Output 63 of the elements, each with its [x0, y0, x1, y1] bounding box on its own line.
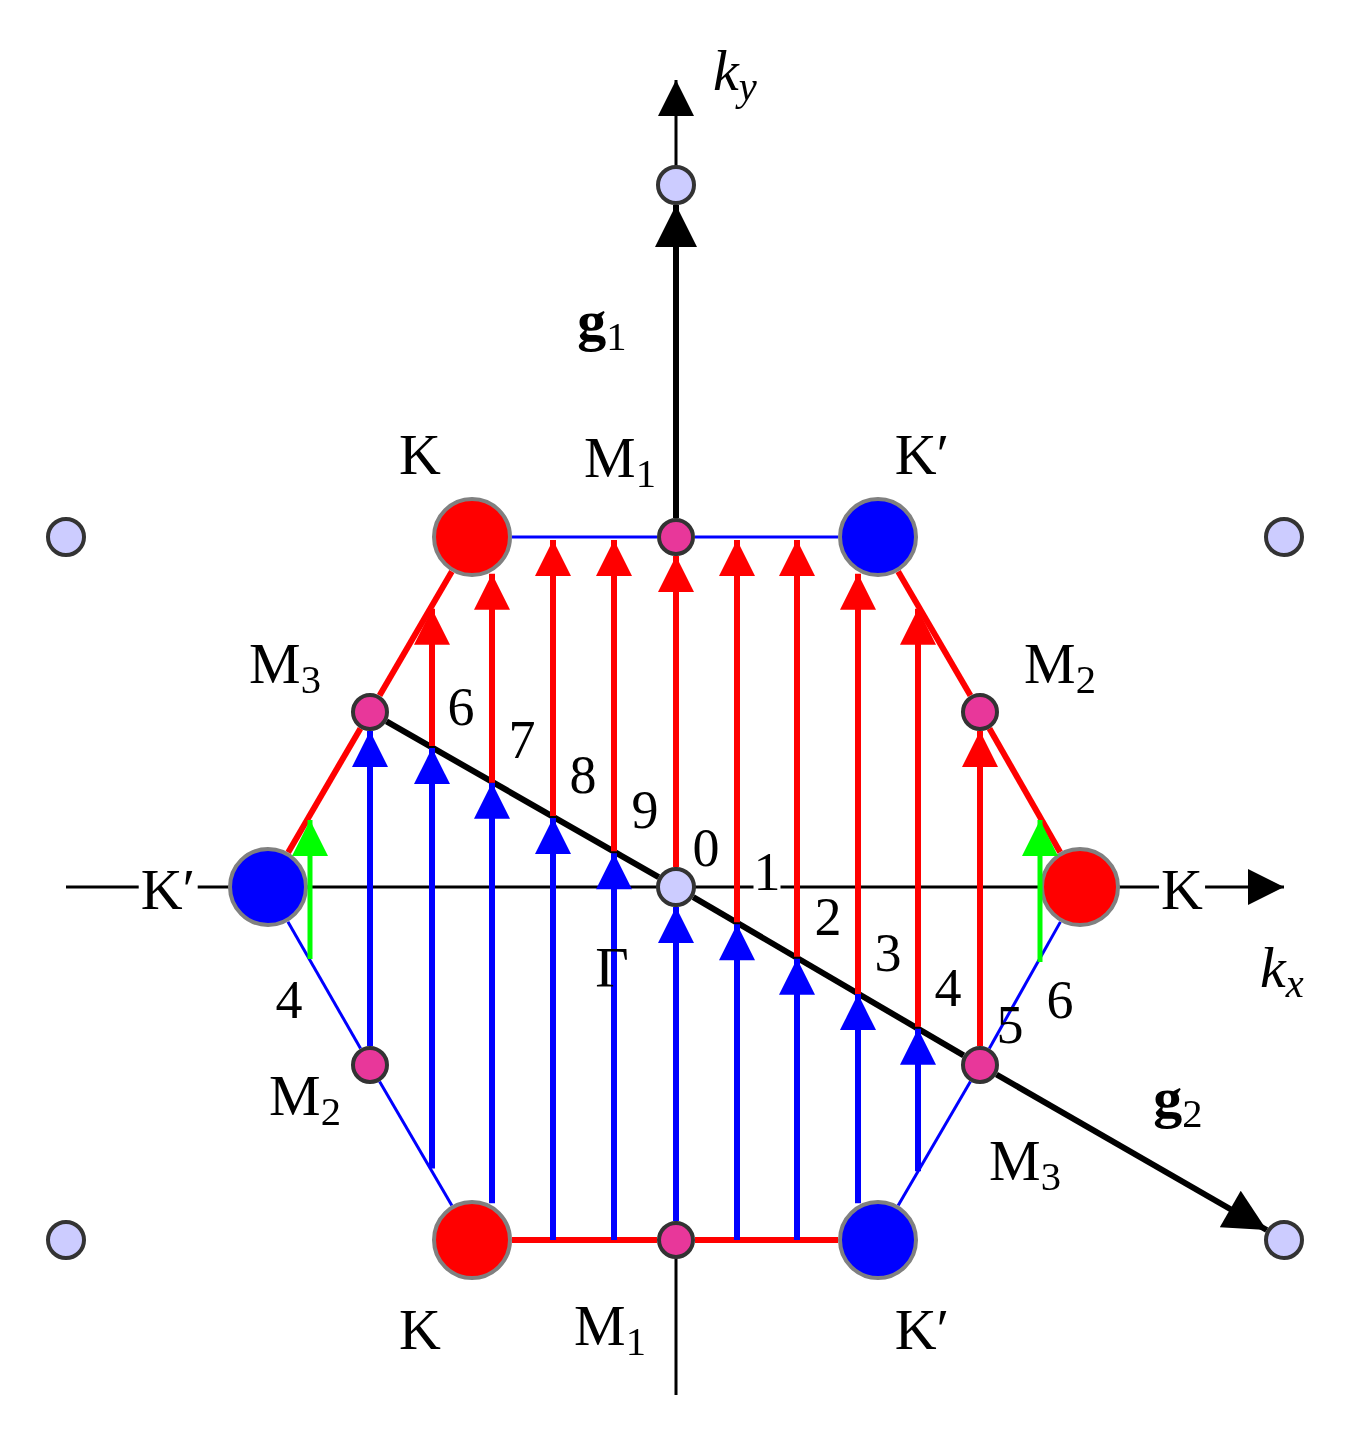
point-label: M$_{3}$	[249, 635, 321, 701]
number-label: 3	[874, 926, 902, 980]
hexagon-edge	[512, 1237, 657, 1243]
m-point-circle	[351, 693, 389, 731]
number-label: 4	[934, 961, 962, 1015]
point-label: K′	[894, 426, 950, 484]
number-label: 7	[508, 713, 536, 767]
point-label: K	[399, 1301, 441, 1359]
axis-label: k$_{x}$	[1260, 939, 1304, 1005]
hexagon-edge	[378, 1080, 454, 1207]
number-label: 4	[275, 973, 303, 1027]
hexagon-edge	[285, 726, 364, 854]
lattice-point	[46, 1220, 86, 1260]
vector-label: g$_{2}$	[1153, 1069, 1203, 1135]
point-label: K′	[894, 1301, 950, 1359]
lattice-point	[656, 165, 696, 205]
number-label: 9	[631, 783, 659, 837]
number-label: 5	[996, 998, 1024, 1052]
point-label: M$_{1}$	[574, 1297, 646, 1363]
hexagon-edge	[286, 920, 362, 1050]
arrow	[474, 782, 510, 1204]
m-point-circle	[961, 1046, 999, 1084]
point-label: M$_{2}$	[1024, 635, 1096, 701]
arrow	[658, 556, 694, 867]
vector-label: g$_{1}$	[577, 292, 627, 358]
hexagon-edge	[385, 718, 661, 880]
arrow	[658, 907, 694, 1221]
hexagon-edge	[895, 570, 974, 698]
hexagon-edge	[512, 535, 657, 539]
hexagon-edge	[986, 727, 1063, 854]
vector-arrow	[994, 1071, 1269, 1233]
gamma-point-circle	[656, 867, 696, 907]
point-label: M$_{1}$	[584, 429, 656, 495]
m-point-circle	[351, 1046, 389, 1084]
hexagon-edge	[988, 921, 1062, 1050]
k-point-circle	[1040, 847, 1120, 927]
point-label: M$_{2}$	[269, 1067, 341, 1133]
arrow	[962, 731, 998, 1046]
hexagon-edge	[376, 570, 455, 698]
number-label: 0	[692, 821, 720, 875]
number-label: 8	[569, 748, 597, 802]
lattice-point	[1264, 517, 1304, 557]
hexagon-edge	[691, 894, 966, 1058]
arrow	[474, 573, 510, 783]
point-label: M$_{3}$	[989, 1132, 1061, 1198]
point-label: K	[399, 426, 441, 484]
number-label: 6	[447, 680, 475, 734]
arrow	[840, 994, 876, 1204]
number-label: 6	[1046, 973, 1074, 1027]
m-point-circle	[961, 693, 999, 731]
m-point-circle	[657, 518, 695, 556]
axis-label: k$_{y}$	[713, 42, 757, 108]
number-label: 2	[814, 890, 842, 944]
hexagon-edge	[695, 535, 838, 539]
m-point-circle	[657, 1221, 695, 1259]
lattice-point	[1264, 1220, 1304, 1260]
hexagon-edge	[896, 1080, 972, 1207]
hexagon-edge	[695, 1237, 838, 1243]
lattice-point	[46, 517, 86, 557]
k-point-circle	[228, 847, 308, 927]
arrow	[352, 731, 388, 1046]
vector-arrow	[655, 205, 697, 518]
arrow	[840, 573, 876, 995]
